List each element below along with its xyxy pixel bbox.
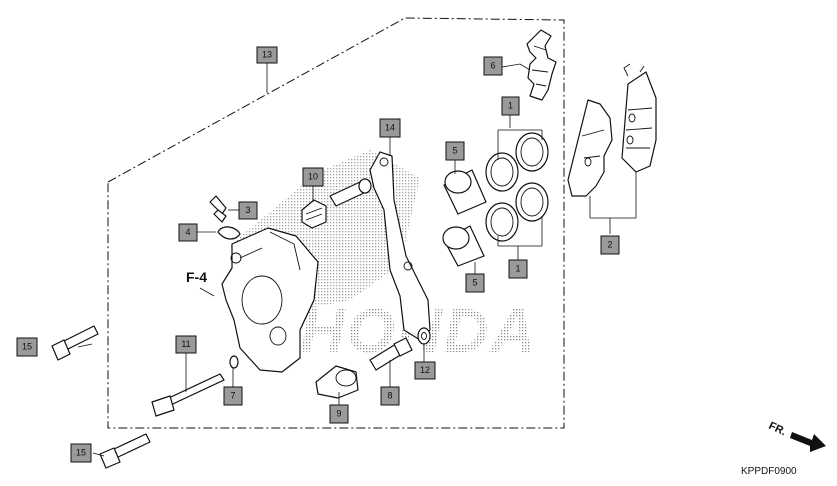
callout-1-upper: 1 <box>501 96 520 116</box>
piston-seals <box>485 132 549 242</box>
callout-15-lower: 15 <box>70 443 92 463</box>
front-direction-arrow: FR. <box>767 420 826 452</box>
mounting-bolt-upper <box>51 325 99 361</box>
brake-pad-set <box>567 63 657 197</box>
bleeder-screw <box>209 195 227 223</box>
callout-5-upper: 5 <box>445 141 465 161</box>
callout-3: 3 <box>238 201 258 220</box>
svg-text:14: 14 <box>385 122 395 132</box>
washer-7 <box>229 355 239 369</box>
caliper-bracket <box>329 151 431 341</box>
callout-11: 11 <box>175 335 197 354</box>
svg-text:FR.: FR. <box>767 420 788 438</box>
mounting-bolt-lower <box>99 433 151 469</box>
caliper-pin <box>151 373 225 417</box>
washer-12 <box>417 327 431 345</box>
caliper-body <box>221 227 319 373</box>
svg-text:15: 15 <box>76 447 86 457</box>
svg-text:7: 7 <box>230 390 235 400</box>
pin-bolt <box>369 337 413 371</box>
svg-text:6: 6 <box>490 60 495 70</box>
callout-8: 8 <box>380 386 400 406</box>
callout-13: 13 <box>256 46 278 64</box>
callout-10: 10 <box>302 167 324 187</box>
svg-text:1: 1 <box>508 100 513 110</box>
svg-text:1: 1 <box>515 263 520 273</box>
figure-code: KPPDF0900 <box>741 466 797 477</box>
callout-1-lower: 1 <box>508 259 528 279</box>
caliper-pistons <box>442 169 487 267</box>
callout-12: 12 <box>414 361 436 380</box>
callout-5-lower: 5 <box>465 273 485 293</box>
pad-spring <box>526 29 557 101</box>
svg-text:4: 4 <box>185 227 190 237</box>
callout-9: 9 <box>329 404 349 424</box>
svg-text:8: 8 <box>387 390 392 400</box>
dust-boot <box>301 199 327 229</box>
svg-text:11: 11 <box>181 339 190 349</box>
callout-7: 7 <box>223 386 243 406</box>
svg-text:12: 12 <box>420 365 430 375</box>
callout-4: 4 <box>178 223 198 242</box>
svg-text:10: 10 <box>308 171 318 181</box>
svg-text:5: 5 <box>452 145 457 155</box>
view-reference-label: F-4 <box>186 269 207 285</box>
svg-text:2: 2 <box>607 239 612 249</box>
svg-text:3: 3 <box>245 205 250 215</box>
callout-6: 6 <box>483 56 503 76</box>
svg-text:15: 15 <box>22 341 32 351</box>
leader-lines <box>77 63 637 457</box>
callout-14: 14 <box>379 118 401 138</box>
callout-15-upper: 15 <box>16 337 38 357</box>
svg-text:13: 13 <box>262 49 272 59</box>
bleeder-cap <box>217 226 241 240</box>
plug-bolt <box>315 365 359 399</box>
assembly-boundary <box>107 17 565 429</box>
svg-text:9: 9 <box>336 408 341 418</box>
svg-text:5: 5 <box>472 277 477 287</box>
callout-2: 2 <box>600 235 620 255</box>
